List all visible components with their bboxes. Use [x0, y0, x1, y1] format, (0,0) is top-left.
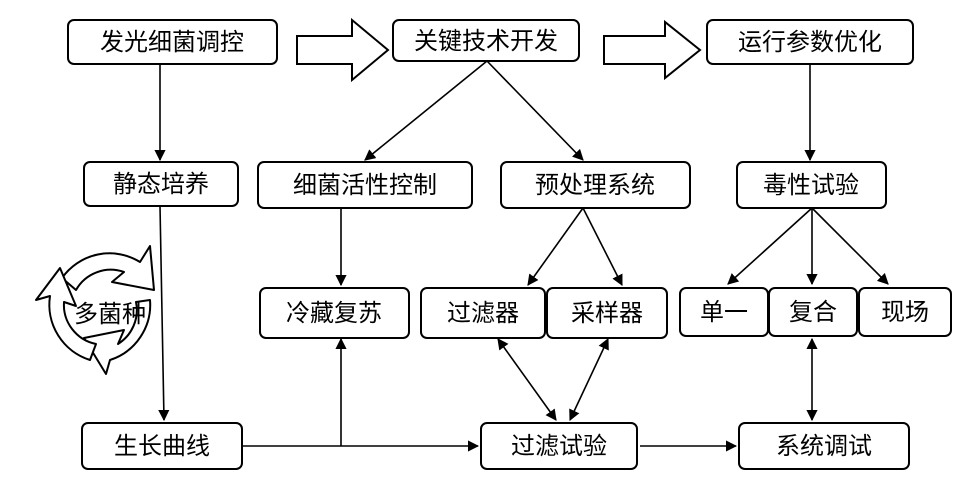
box-growth-curve	[81, 422, 243, 470]
box-pretreatment	[500, 161, 691, 209]
label-static-culture: 静态培养	[113, 170, 209, 198]
box-static-culture	[83, 161, 239, 207]
arrow-filter-filtertest	[497, 338, 557, 421]
arrow-pretreatment-to-sampler	[582, 207, 623, 286]
box-activity-control	[257, 161, 473, 209]
box-compound	[768, 287, 858, 337]
big-arrow-right-1	[296, 17, 390, 83]
label-sampler: 采样器	[571, 299, 643, 327]
arrow-culture-to-growth	[158, 205, 170, 422]
label-filter-test: 过滤试验	[511, 432, 607, 460]
box-onsite	[858, 287, 952, 337]
label-filter: 过滤器	[447, 299, 519, 327]
box-param-opt	[706, 19, 914, 65]
arrow-sampler-filtertest	[569, 337, 609, 422]
label-toxicity-test: 毒性试验	[763, 171, 859, 199]
label-key-tech-dev: 关键技术开发	[414, 27, 558, 55]
box-sampler	[546, 287, 668, 339]
label-bacteria-regulation: 发光细菌调控	[100, 28, 244, 56]
arrow-keytech-to-activity	[364, 60, 488, 161]
label-single: 单一	[700, 298, 748, 326]
label-pretreatment: 预处理系统	[535, 171, 655, 199]
box-cold-revival	[259, 287, 410, 339]
box-system-debug	[738, 422, 910, 470]
connectors	[154, 60, 889, 452]
arrow-pretreatment-to-filter	[527, 207, 584, 286]
box-filter	[420, 287, 546, 339]
label-multi-strain: 多菌种	[74, 300, 146, 328]
arrow-toxicity-to-onsite	[811, 207, 889, 285]
box-key-tech-dev	[392, 19, 580, 62]
label-system-debug: 系统调试	[776, 432, 872, 460]
label-activity-control: 细菌活性控制	[293, 171, 437, 199]
big-arrow-right-2	[603, 19, 702, 81]
label-growth-curve: 生长曲线	[114, 432, 210, 460]
recycle-cycle-icon	[35, 245, 155, 375]
label-cold-revival: 冷藏复苏	[286, 299, 382, 327]
label-onsite: 现场	[881, 298, 929, 326]
box-bacteria-regulation	[67, 19, 278, 65]
box-filter-test	[480, 422, 638, 470]
arrow-keytech-to-pretreatment	[486, 60, 584, 161]
arrow-toxicity-to-single	[727, 207, 813, 285]
box-toxicity-test	[736, 161, 887, 209]
label-param-opt: 运行参数优化	[738, 28, 882, 56]
label-compound: 复合	[789, 298, 837, 326]
